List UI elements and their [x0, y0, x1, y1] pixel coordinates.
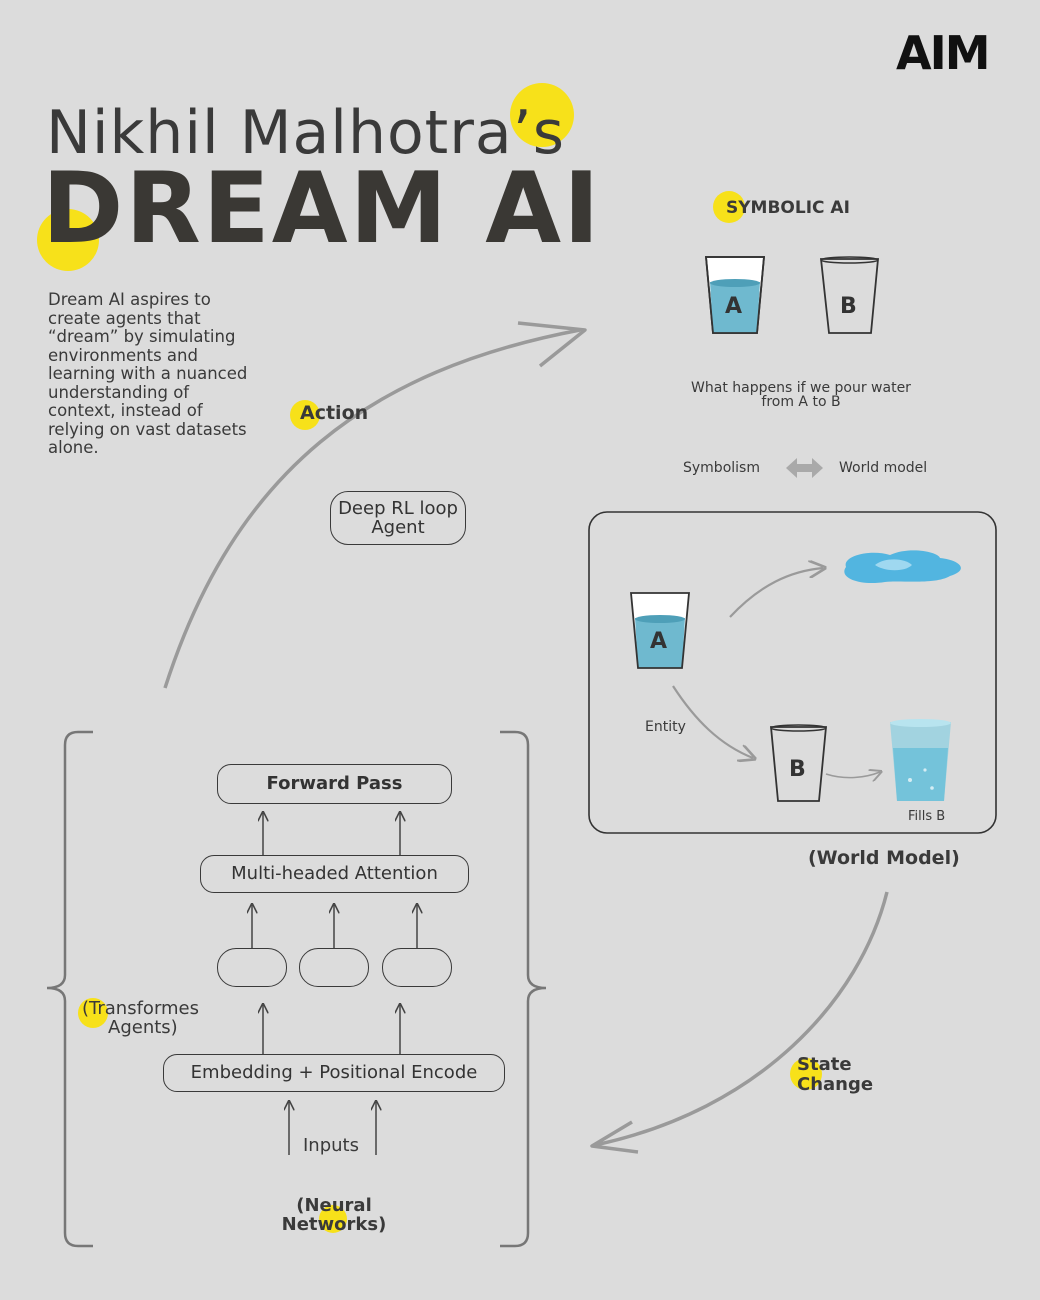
- right-brace: [500, 730, 547, 1248]
- state-change-line1: State: [797, 1054, 852, 1075]
- double-arrow-icon: [786, 458, 823, 478]
- symbolism-label: Symbolism: [683, 460, 760, 476]
- embedding-box: Embedding + Positional Encode: [163, 1054, 505, 1092]
- action-arrowhead: [517, 321, 587, 368]
- accent-dot: [713, 191, 745, 223]
- action-label: Action: [300, 402, 369, 424]
- transformers-line2: Agents): [108, 1017, 178, 1038]
- accent-dot: [510, 83, 574, 147]
- left-brace: [46, 730, 93, 1248]
- glass-a-symbolic: [705, 256, 765, 334]
- token-box: [217, 948, 287, 987]
- inputs-label: Inputs: [303, 1135, 359, 1156]
- world-glass-a-letter: A: [650, 629, 668, 654]
- neural-networks-label: (Neural Networks): [268, 1196, 400, 1234]
- token-box: [382, 948, 452, 987]
- world-model-caption: (World Model): [808, 847, 960, 869]
- world-model-label: World model: [839, 460, 928, 476]
- puddle-icon: [844, 550, 961, 584]
- spill-arrow: [729, 568, 823, 618]
- title-name: Nikhil Malhotra’s: [46, 98, 565, 168]
- accent-dot: [290, 400, 320, 430]
- state-change-arrow: [594, 891, 889, 1147]
- deep-rl-line2: Agent: [371, 517, 425, 538]
- neural-line1: (Neural: [296, 1195, 372, 1216]
- glass-b-symbolic: [819, 256, 879, 334]
- state-change-line2: Change: [797, 1074, 874, 1095]
- transformers-label: (Transformes Agents): [82, 999, 199, 1037]
- world-glass-b-letter: B: [789, 757, 806, 782]
- question-line2: from A to B: [761, 394, 841, 410]
- pour-arrow: [672, 685, 753, 758]
- glass-b-filled: [890, 719, 951, 801]
- accent-dot: [790, 1058, 822, 1090]
- glass-a-letter: A: [725, 294, 743, 319]
- intro-text: Dream AI aspires to create agents that “…: [48, 290, 248, 457]
- glass-b-world: [770, 724, 827, 802]
- question-text: What happens if we pour water from A to …: [660, 381, 942, 409]
- neural-line2: Networks): [281, 1214, 387, 1235]
- glass-b-letter: B: [840, 294, 857, 319]
- accent-dot: [78, 998, 108, 1028]
- action-arrow: [163, 328, 581, 689]
- symbolic-ai-label: SYMBOLIC AI: [726, 198, 850, 218]
- glass-a-world: [630, 592, 690, 669]
- world-model-box: [588, 511, 997, 834]
- accent-dot: [319, 1205, 347, 1233]
- title-main: DREAM AI: [42, 152, 602, 266]
- state-change-label: State Change: [797, 1055, 873, 1095]
- forward-pass-box: Forward Pass: [217, 764, 452, 804]
- accent-dot: [37, 209, 99, 271]
- question-line1: What happens if we pour water: [691, 380, 911, 396]
- deep-rl-line1: Deep RL loop: [338, 498, 458, 519]
- fills-b-label: Fills B: [908, 809, 946, 824]
- aim-logo: AIM: [896, 26, 990, 80]
- transformers-line1: (Transformes: [82, 998, 200, 1019]
- deep-rl-pill: Deep RL loop Agent: [330, 491, 466, 545]
- fill-arrow: [825, 772, 880, 778]
- state-change-arrowhead: [590, 1120, 639, 1154]
- entity-label: Entity: [645, 719, 686, 735]
- token-box: [299, 948, 369, 987]
- attention-box: Multi-headed Attention: [200, 855, 469, 893]
